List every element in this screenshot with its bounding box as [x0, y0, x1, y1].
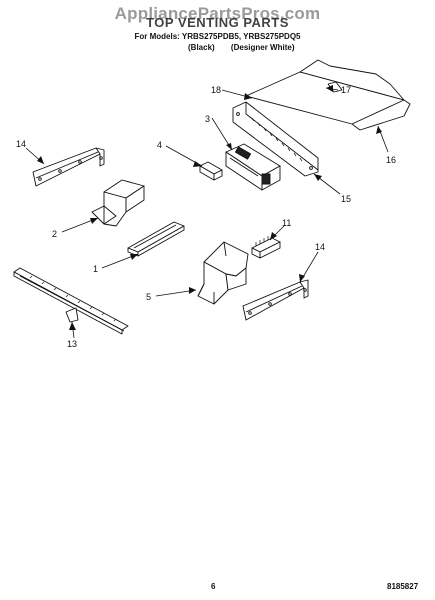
- document-code: 8185827: [387, 582, 419, 591]
- callout-17: 17: [341, 85, 351, 95]
- model-colors: (Black) (Designer White): [188, 43, 308, 52]
- part-terminal-block: [251, 234, 281, 259]
- part-vent-duct: [91, 179, 145, 227]
- callout-arrowheads: [37, 85, 382, 330]
- part-blower-assembly: [225, 143, 281, 191]
- callout-2: 2: [52, 229, 57, 239]
- color-white-label: (Designer White): [230, 43, 295, 52]
- part-spacer-block: [199, 161, 223, 181]
- callout-16: 16: [386, 155, 396, 165]
- callout-14-right: 14: [315, 242, 325, 252]
- callout-11: 11: [282, 218, 291, 228]
- color-black-label: (Black): [188, 43, 215, 52]
- diagram-title: TOP VENTING PARTS: [146, 15, 289, 30]
- callout-3: 3: [205, 114, 210, 124]
- part-duct-housing: [197, 241, 249, 305]
- callout-1: 1: [93, 264, 98, 274]
- callout-18: 18: [211, 85, 221, 95]
- callout-5: 5: [146, 292, 151, 302]
- page-number: 6: [211, 582, 216, 591]
- callout-15: 15: [341, 194, 351, 204]
- part-vent-plate: [127, 221, 185, 257]
- part-side-bracket-left: [32, 147, 105, 187]
- model-numbers: For Models: YRBS275PDB5, YRBS275PDQ5: [134, 32, 301, 41]
- callout-13: 13: [67, 339, 77, 349]
- part-top-cover: [245, 59, 411, 131]
- part-side-bracket-right: [242, 279, 309, 321]
- watermark: AppliancePartsPros.com: [114, 4, 321, 23]
- part-vent-bracket: [232, 101, 319, 177]
- callout-4: 4: [157, 140, 162, 150]
- callout-labels: 18 17 16 3 15 4 14 2 11 1 14 5 13: [16, 85, 396, 349]
- part-vent-rail: [13, 267, 129, 335]
- callout-14-left: 14: [16, 139, 26, 149]
